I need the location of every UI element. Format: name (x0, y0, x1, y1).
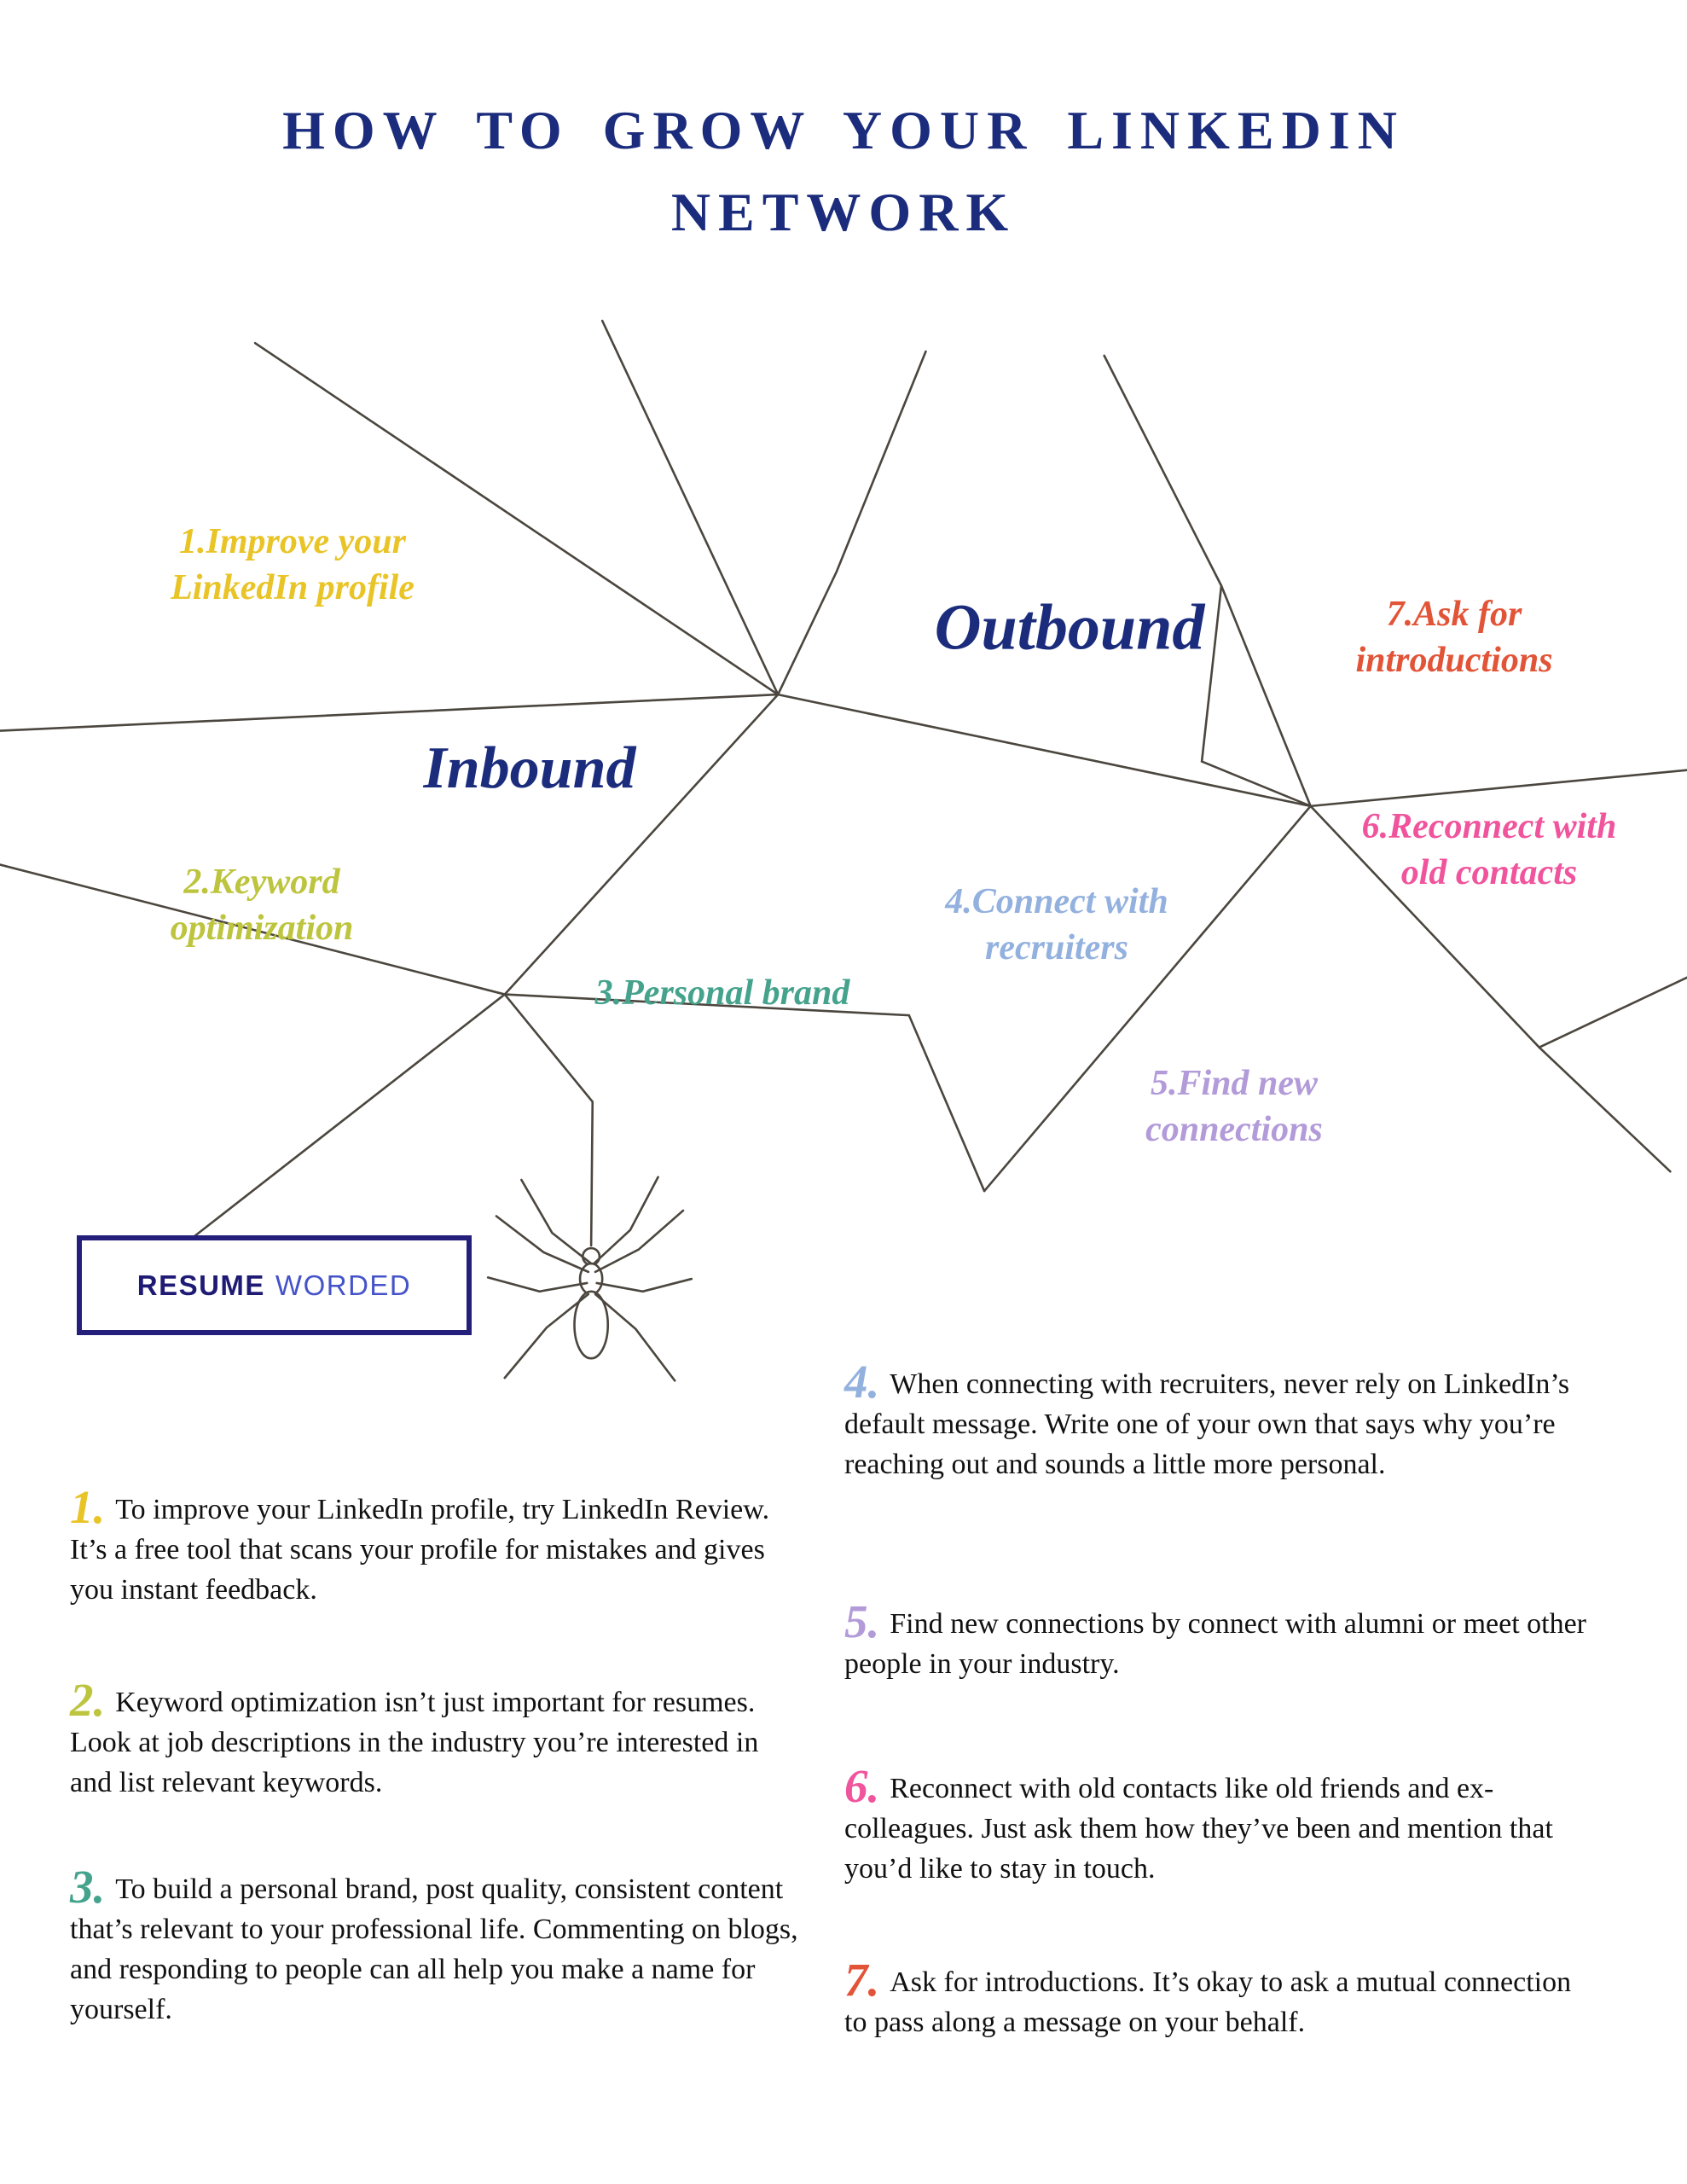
web-lines (0, 319, 1687, 1247)
tip-1: 1. To improve your LinkedIn profile, try… (70, 1481, 786, 1610)
tip-2-text: Keyword optimization isn’t just importan… (70, 1687, 759, 1798)
outbound-category-label: Outbound (934, 591, 1205, 664)
tip-5-text: Find new connections by connect with alu… (844, 1608, 1586, 1680)
web-label-line: introductions (1355, 641, 1553, 680)
web-label-line: 3.Personal brand (594, 973, 850, 1013)
web-label-ask-for-introductions: 7.Ask for introductions (1355, 591, 1552, 683)
web-label-personal-brand: 3.Personal brand (595, 970, 850, 1016)
logo-word-resume: RESUME (136, 1269, 265, 1301)
web-label-improve-profile: 1.Improve your LinkedIn profile (171, 519, 415, 611)
inbound-category-label: Inbound (423, 735, 636, 801)
web-label-line: connections (1145, 1110, 1323, 1149)
web-label-line: optimization (170, 909, 354, 948)
tip-6: 6. Reconnect with old contacts like old … (844, 1760, 1595, 1889)
web-label-line: 1.Improve your (179, 522, 406, 561)
tip-4-text: When connecting with recruiters, never r… (844, 1368, 1570, 1480)
tip-7-text: Ask for introductions. It’s okay to ask … (844, 1966, 1572, 2038)
tip-7-number: 7. (844, 1954, 880, 2006)
tip-2-number: 2. (70, 1674, 106, 1726)
page-title-line-1: HOW TO GROW YOUR LINKEDIN (282, 100, 1405, 160)
web-label-line: 5.Find new (1150, 1064, 1319, 1103)
page-title: HOW TO GROW YOUR LINKEDIN NETWORK (0, 90, 1687, 253)
tip-2: 2. Keyword optimization isn’t just impor… (70, 1674, 769, 1803)
web-label-keyword-optimization: 2.Keyword optimization (171, 859, 354, 951)
tip-3: 3. To build a personal brand, post quali… (70, 1861, 820, 2030)
tip-5-number: 5. (844, 1595, 880, 1647)
tip-6-number: 6. (844, 1760, 880, 1812)
tip-5: 5. Find new connections by connect with … (844, 1595, 1595, 1684)
web-label-line: 4.Connect with (945, 882, 1168, 921)
page-title-line-2: NETWORK (670, 182, 1017, 242)
web-label-line: 7.Ask for (1386, 595, 1522, 634)
tip-3-number: 3. (70, 1861, 106, 1913)
tip-6-text: Reconnect with old contacts like old fri… (844, 1773, 1553, 1885)
web-label-line: LinkedIn profile (171, 568, 415, 607)
web-label-line: 6.Reconnect with (1361, 807, 1617, 846)
tip-1-number: 1. (70, 1481, 106, 1533)
web-label-line: recruiters (985, 928, 1128, 967)
web-label-connect-recruiters: 4.Connect with recruiters (945, 879, 1168, 971)
tip-7: 7. Ask for introductions. It’s okay to a… (844, 1954, 1595, 2042)
tip-4-number: 4. (844, 1356, 880, 1408)
tip-3-text: To build a personal brand, post quality,… (70, 1873, 798, 2025)
tip-1-text: To improve your LinkedIn profile, try Li… (70, 1494, 770, 1606)
web-label-reconnect-old-contacts: 6.Reconnect with old contacts (1362, 804, 1617, 896)
spider-icon (486, 1176, 693, 1382)
web-label-find-new-connections: 5.Find new connections (1145, 1060, 1323, 1153)
resume-worded-logo: RESUME WORDED (77, 1235, 472, 1335)
logo-word-worded: WORDED (275, 1269, 412, 1301)
tip-4: 4. When connecting with recruiters, neve… (844, 1356, 1629, 1484)
web-label-line: 2.Keyword (183, 863, 340, 902)
web-label-line: old contacts (1400, 853, 1578, 892)
